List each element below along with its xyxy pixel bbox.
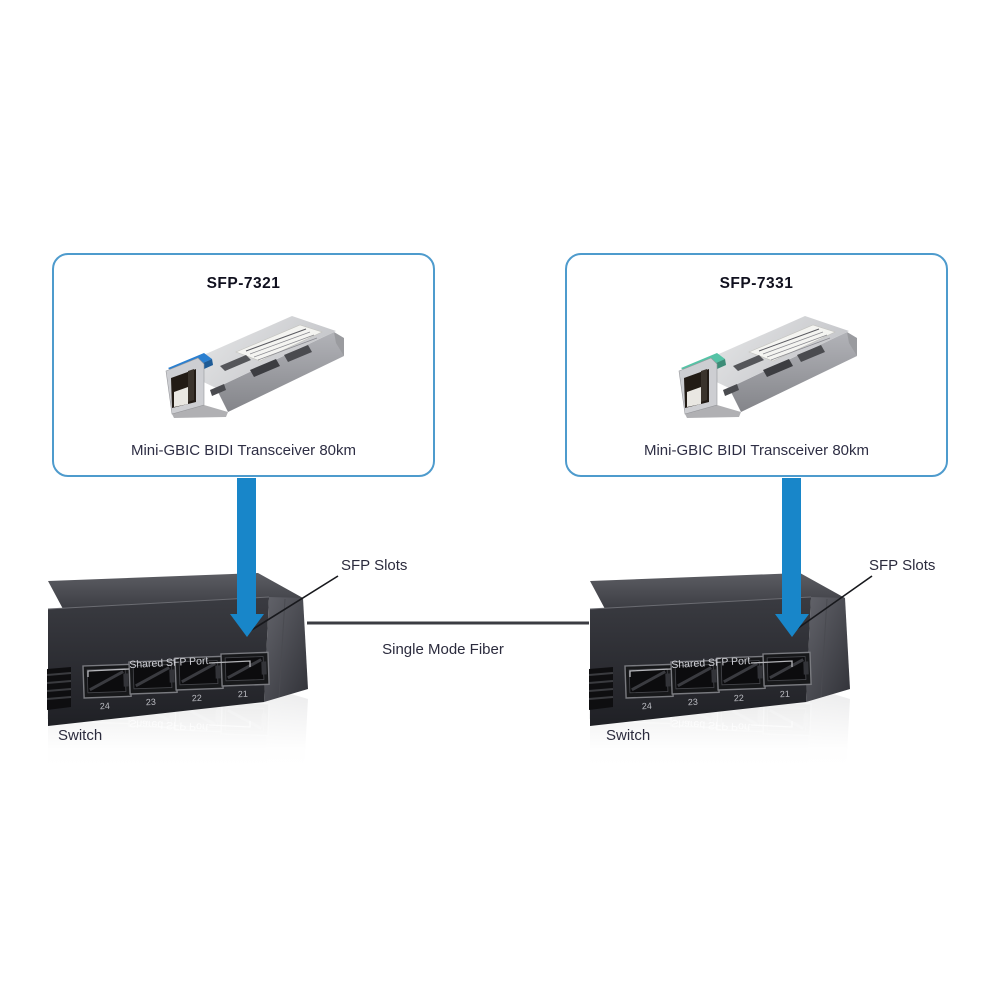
product-caption: Mini-GBIC BIDI Transceiver 80km [130,442,357,459]
arrow-shaft [782,478,801,616]
fiber-label: Single Mode Fiber [382,641,504,658]
transceiver-instance [166,316,344,418]
arrow-head-icon [230,614,264,637]
product-title: SFP-7321 [206,275,281,292]
product-caption: Mini-GBIC BIDI Transceiver 80km [643,442,870,459]
transceiver-instance [679,316,857,418]
product-box-sfp-7321: SFP-7321 Mini-GBIC BIDI Transceiver 80km [52,253,435,477]
transceiver-icon [158,308,358,423]
arrow-head-icon [775,614,809,637]
arrow-shaft [237,478,256,616]
product-title: SFP-7331 [719,275,794,292]
sfp-slots-label-right: SFP Slots [869,557,936,574]
transceiver-image-sfp-7331 [671,308,871,428]
switch-label-left: Switch [58,727,103,744]
transceiver-icon [671,308,871,423]
sfp-slots-label-left: SFP Slots [341,557,408,574]
transceiver-image-sfp-7321 [158,308,358,428]
switch-label-right: Switch [606,727,651,744]
product-box-sfp-7331: SFP-7331 Mini-GBIC BIDI Transceiver 80km [565,253,948,477]
switch-image-right [589,533,854,765]
switch-image-left [47,533,312,765]
